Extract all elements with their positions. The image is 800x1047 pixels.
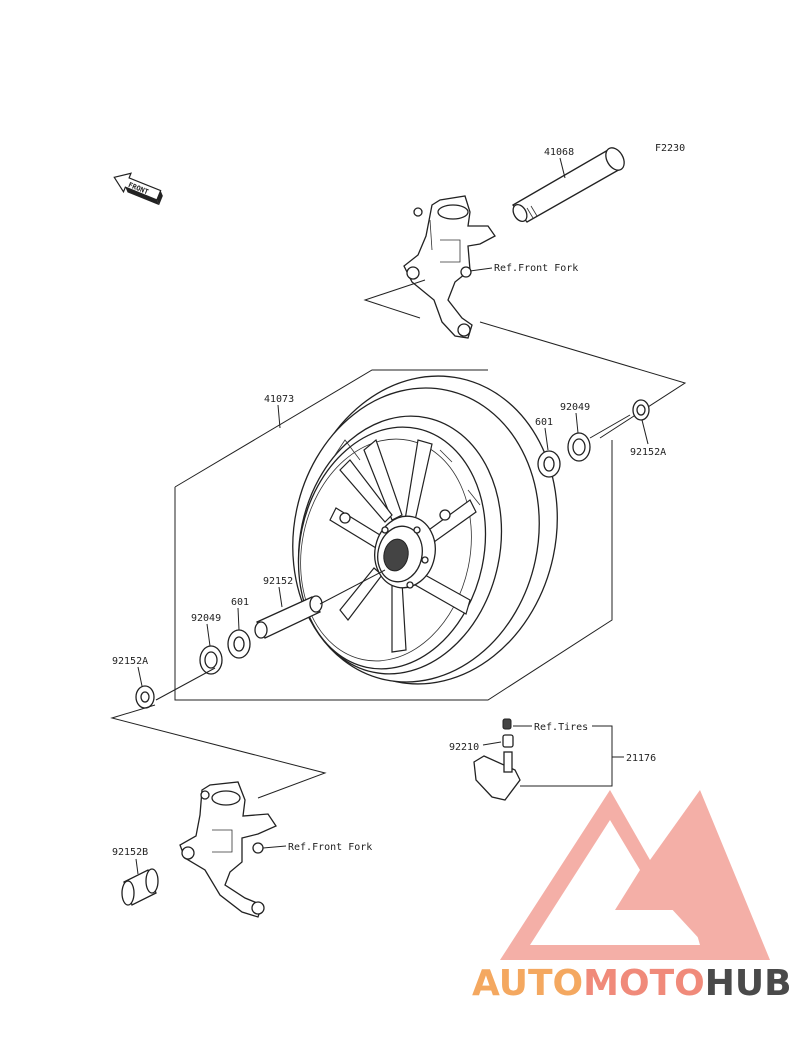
callout-tires-ref: Ref.Tires bbox=[534, 722, 588, 733]
spacer bbox=[254, 595, 323, 639]
callout-valve-assembly: 21176 bbox=[626, 753, 656, 764]
bearing-right bbox=[537, 450, 561, 478]
callout-valve-core: 92210 bbox=[449, 742, 479, 753]
fork-leg-upper bbox=[403, 195, 496, 339]
callout-collar-left: 92152A bbox=[112, 656, 148, 667]
wheel bbox=[292, 375, 558, 685]
watermark-moto: MOTO bbox=[583, 963, 705, 1004]
callout-wheel: 41073 bbox=[264, 394, 294, 405]
logo-inner bbox=[530, 820, 700, 945]
seal-right bbox=[567, 432, 591, 462]
logo-part bbox=[645, 815, 740, 945]
watermark-text: AUTOMOTOHUB bbox=[472, 963, 792, 1004]
diagram-code: F2230 bbox=[655, 143, 685, 154]
collar-left bbox=[135, 685, 155, 709]
valve-assembly bbox=[473, 718, 521, 801]
collar-bottom bbox=[121, 868, 159, 906]
callout-seal-left: 92049 bbox=[191, 613, 221, 624]
watermark-logo bbox=[500, 790, 770, 960]
collar-right bbox=[632, 399, 650, 421]
fork-leg-lower bbox=[179, 781, 277, 918]
front-arrow-icon: FRONT bbox=[113, 172, 163, 206]
watermark-auto: AUTO bbox=[472, 963, 583, 1004]
callout-spacer: 92152 bbox=[263, 576, 293, 587]
callout-collar-bottom: 92152B bbox=[112, 847, 148, 858]
axle bbox=[512, 147, 625, 223]
callout-fork-bottom-ref: Ref.Front Fork bbox=[288, 842, 372, 853]
callout-bearing-right: 601 bbox=[535, 417, 553, 428]
callout-seal-right: 92049 bbox=[560, 402, 590, 413]
seal-left bbox=[199, 645, 223, 675]
callout-fork-top-ref: Ref.Front Fork bbox=[494, 263, 578, 274]
callout-bearing-left: 601 bbox=[231, 597, 249, 608]
callout-collar-right: 92152A bbox=[630, 447, 666, 458]
watermark-hub: HUB bbox=[705, 963, 792, 1004]
bearing-left bbox=[227, 629, 251, 659]
callout-axle: 41068 bbox=[544, 147, 574, 158]
